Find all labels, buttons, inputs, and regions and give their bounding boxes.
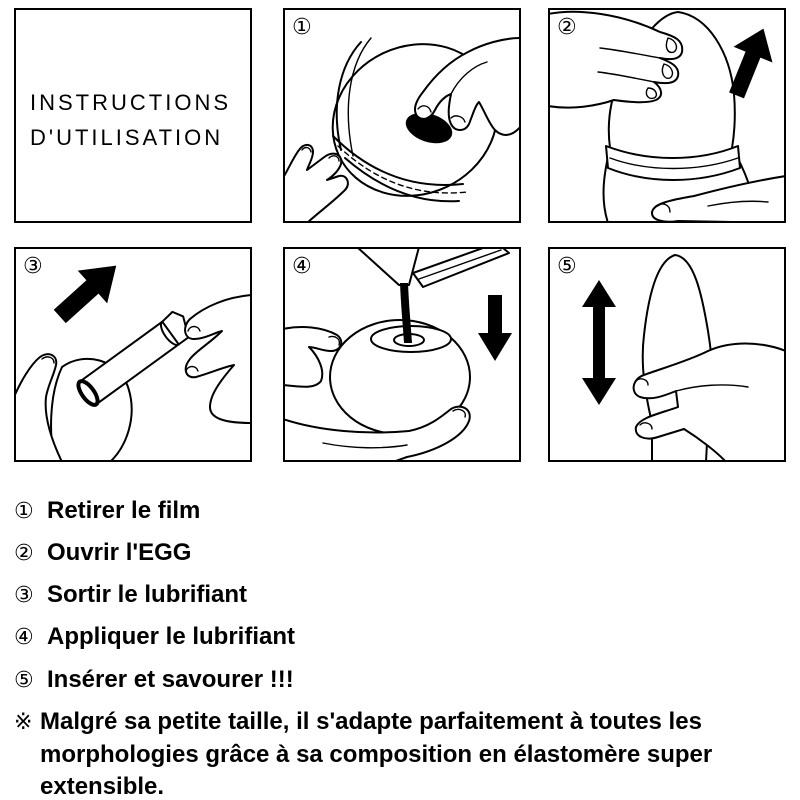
finger-crease xyxy=(450,61,488,95)
step-item: ① Retirer le film xyxy=(14,497,201,524)
note-text: extensible. xyxy=(40,773,165,800)
hand-outline xyxy=(550,10,684,109)
finger-crease xyxy=(675,384,749,392)
finger-nail xyxy=(639,422,653,430)
egg-collar-line xyxy=(609,157,739,170)
step-5-panel: ⑤ xyxy=(548,247,786,462)
step-item: ⑤ Insérer et savourer !!! xyxy=(14,666,294,693)
title-line-2: D'UTILISATION xyxy=(30,125,224,150)
lubricant-sachet xyxy=(412,249,510,288)
arrow-up-right-icon xyxy=(53,265,117,324)
hand-outline xyxy=(285,405,471,460)
step-text: Sortir le lubrifiant xyxy=(47,581,248,608)
sachet-line xyxy=(418,249,502,280)
hand-illustration xyxy=(285,144,349,221)
finger-nail xyxy=(328,155,340,162)
panel-number: ④ xyxy=(292,254,312,279)
finger-crease xyxy=(322,442,408,449)
panel-number: ⑤ xyxy=(557,254,577,279)
note-line: ※ Malgré sa petite taille, il s'adapte pa… xyxy=(14,708,702,735)
hand-outline xyxy=(285,144,349,221)
step-text: Retirer le film xyxy=(47,497,201,524)
finger-nail xyxy=(655,203,671,213)
hand-outline xyxy=(651,175,784,221)
hand-illustration xyxy=(285,405,471,460)
film-line xyxy=(332,135,464,186)
film-tab xyxy=(405,112,453,144)
hand-outline xyxy=(285,326,343,388)
step-number: ⑤ xyxy=(14,668,34,693)
panel-number: ① xyxy=(292,15,312,40)
finger-nail xyxy=(645,87,658,100)
hand-illustration xyxy=(414,37,519,136)
hand-illustration xyxy=(651,175,784,221)
step-number: ② xyxy=(14,541,34,566)
step-item: ② Ouvrir l'EGG xyxy=(14,539,192,566)
note-text: Malgré sa petite taille, il s'adapte par… xyxy=(40,708,702,735)
step-number: ③ xyxy=(14,583,34,608)
lubricant-stream xyxy=(400,283,412,343)
step-4-illustration xyxy=(285,249,512,460)
step-2-panel: ② xyxy=(548,8,786,223)
note-line: extensible. xyxy=(40,775,164,799)
note-text: morphologies grâce à sa composition en é… xyxy=(40,741,713,768)
hand-illustration xyxy=(184,294,250,424)
finger-separator xyxy=(597,71,655,83)
finger-nail xyxy=(301,146,312,153)
finger-nail xyxy=(661,63,674,79)
lubricant-tube xyxy=(76,310,190,407)
film-perforation xyxy=(337,145,468,194)
panel-number: ③ xyxy=(23,254,43,279)
step-5-illustration xyxy=(582,254,784,460)
step-item: ③ Sortir le lubrifiant xyxy=(14,581,248,608)
finger-nail xyxy=(185,365,199,372)
finger-separator xyxy=(599,47,661,59)
arrow-down-icon xyxy=(478,295,512,361)
hand-illustration xyxy=(16,353,63,460)
step-1-illustration xyxy=(285,37,519,221)
step-text: Appliquer le lubrifiant xyxy=(47,623,296,650)
step-4-panel: ④ xyxy=(283,247,521,462)
egg-collar xyxy=(605,145,741,181)
step-number: ④ xyxy=(14,625,34,650)
step-3-illustration xyxy=(16,265,250,460)
finger-nail xyxy=(452,408,466,418)
finger-nail xyxy=(41,356,55,364)
arrow-up-down-icon xyxy=(582,280,616,405)
finger-nail xyxy=(187,325,201,332)
title-line-1: INSTRUCTIONS xyxy=(30,90,231,115)
film-line xyxy=(344,157,460,203)
step-text: Insérer et savourer !!! xyxy=(47,666,294,693)
step-3-panel: ③ xyxy=(14,247,252,462)
finger-nail xyxy=(450,115,466,123)
note-line: morphologies grâce à sa composition en é… xyxy=(40,743,712,767)
title-panel: INSTRUCTIONS D'UTILISATION xyxy=(14,8,252,223)
finger-nail xyxy=(417,105,432,113)
finger-nail xyxy=(665,37,678,54)
step-item: ④ Appliquer le lubrifiant xyxy=(14,623,296,650)
finger-crease xyxy=(707,200,769,207)
step-number: ① xyxy=(14,499,34,524)
hand-illustration xyxy=(632,342,784,460)
lubricant-nozzle xyxy=(357,249,420,286)
step-2-illustration xyxy=(550,10,784,221)
step-text: Ouvrir l'EGG xyxy=(47,539,192,566)
hand-illustration xyxy=(550,10,684,109)
hand-outline xyxy=(632,342,784,460)
step-1-panel: ① xyxy=(283,8,521,223)
egg-rim xyxy=(335,41,362,151)
hand-illustration xyxy=(285,326,343,388)
egg-rim-inner xyxy=(347,37,372,157)
panel-number: ② xyxy=(557,15,577,40)
arrow-up-icon xyxy=(729,28,773,99)
hand-outline xyxy=(16,353,63,460)
hand-outline xyxy=(184,294,250,424)
reference-mark: ※ xyxy=(14,710,33,735)
film-band xyxy=(332,135,468,203)
finger-nail xyxy=(635,378,649,386)
tube-base-ring xyxy=(76,379,100,407)
finger-nail xyxy=(328,335,341,346)
